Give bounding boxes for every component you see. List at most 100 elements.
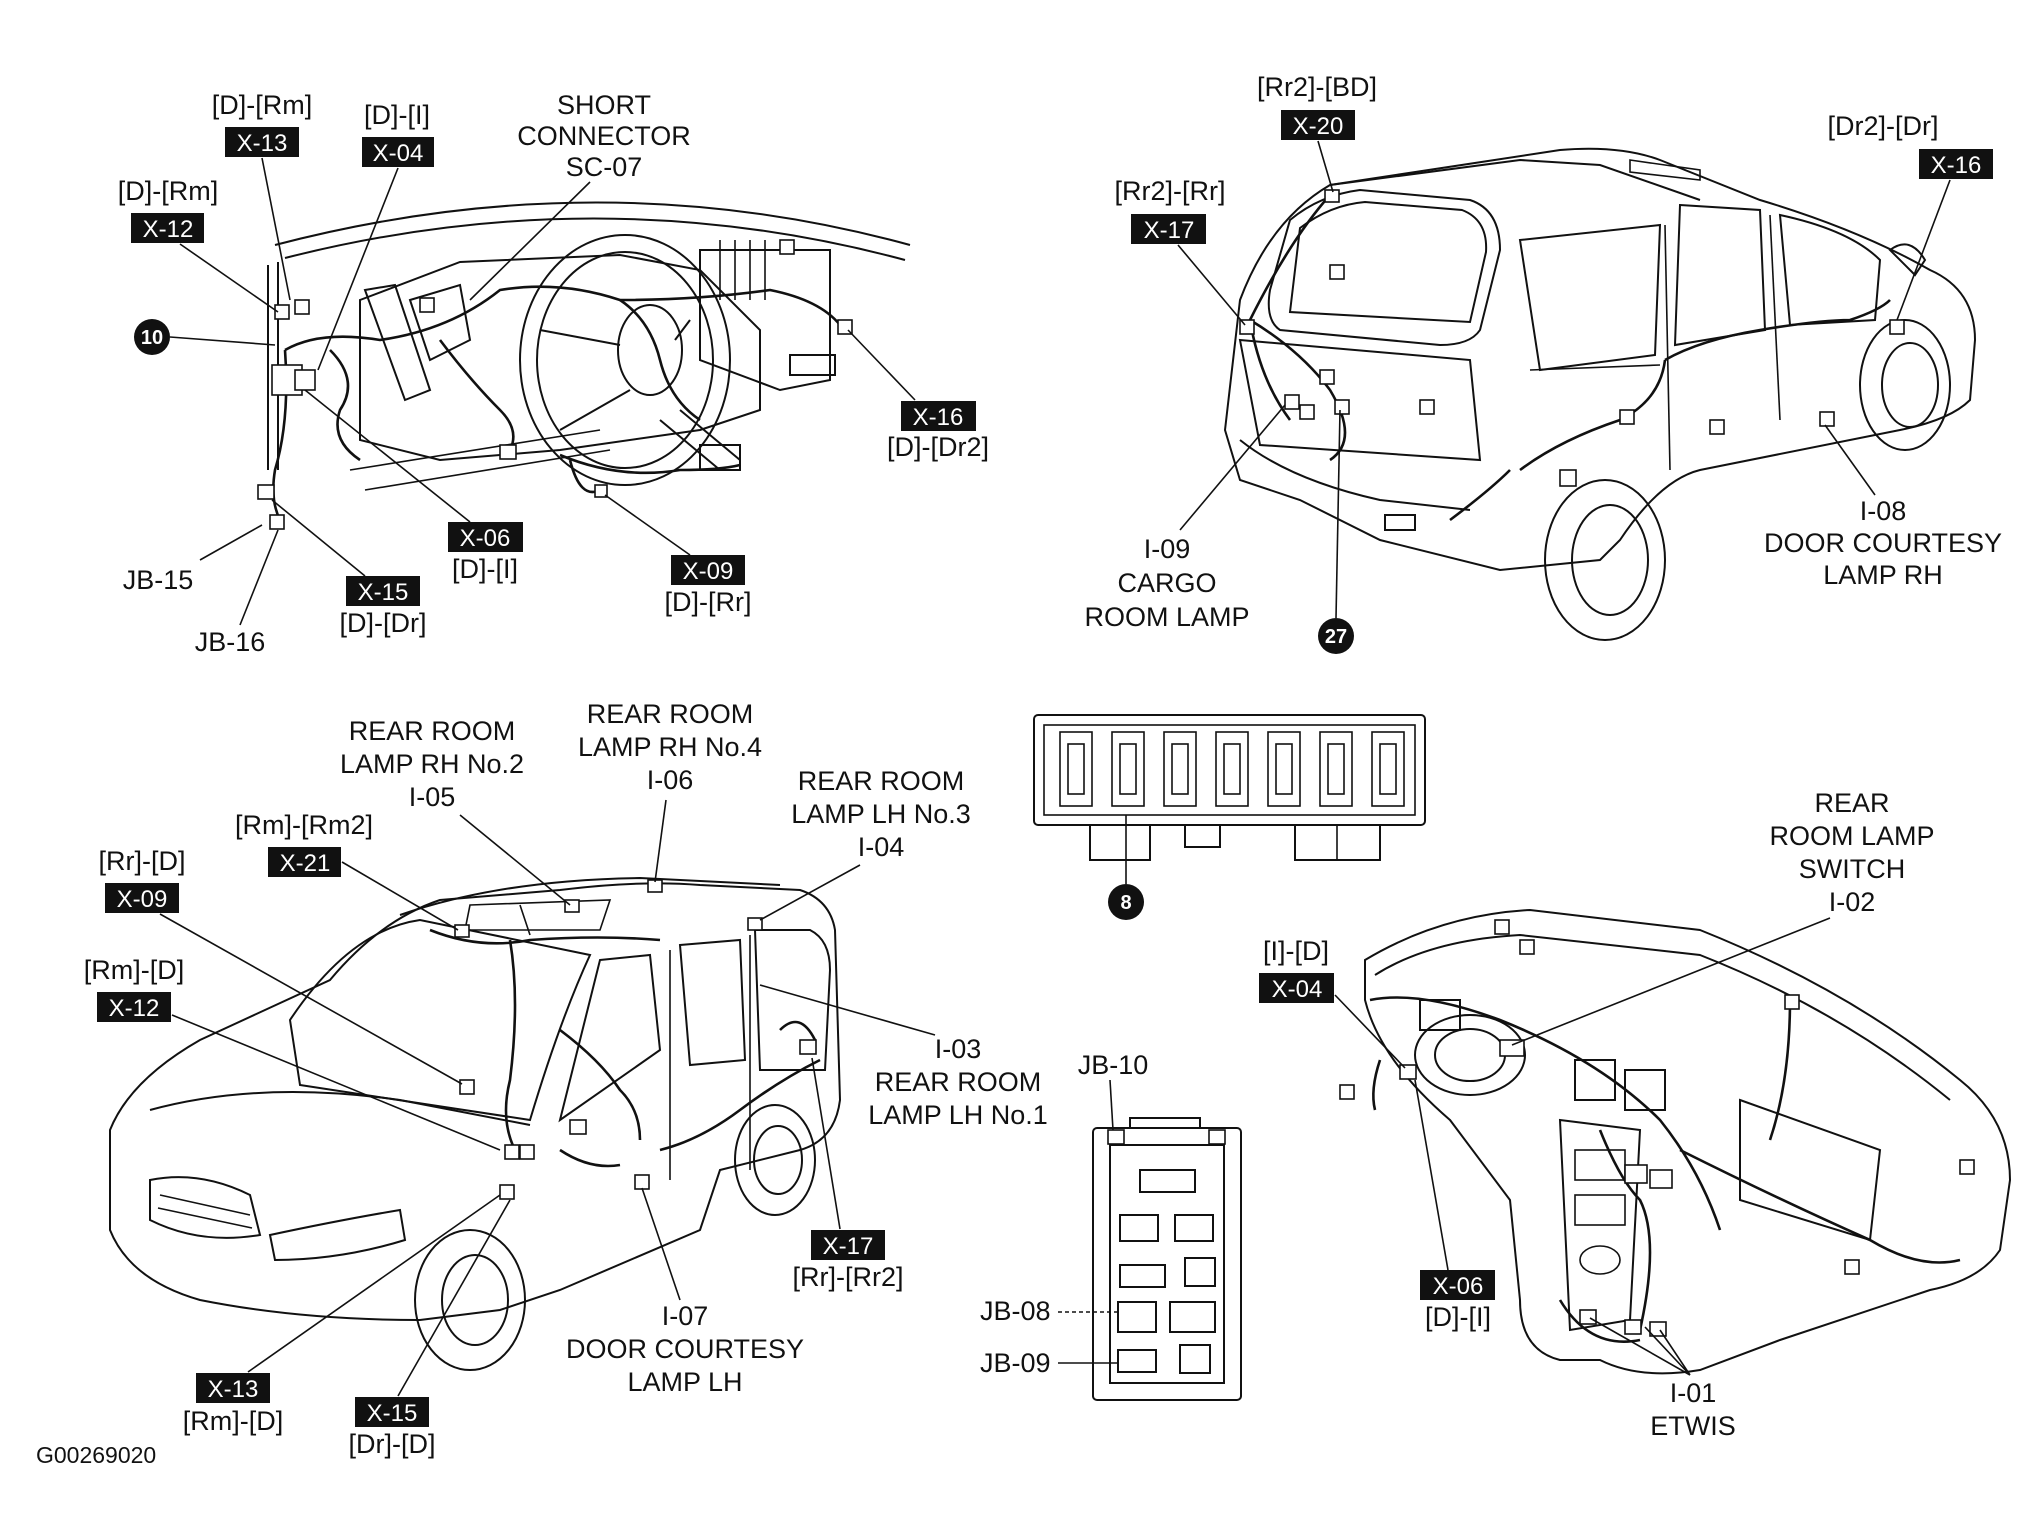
i03-line1: REAR ROOM (875, 1067, 1042, 1097)
center-console (699, 249, 831, 392)
x06-route-label: [D]-[I] (1425, 1302, 1491, 1332)
x06-route-label: [D]-[I] (452, 554, 518, 584)
front-wheel (1859, 319, 1951, 451)
roof-harness (429, 928, 661, 945)
i05-line2: LAMP RH No.2 (340, 749, 524, 779)
jb16-label: JB-16 (195, 627, 266, 657)
panel-van-front: REAR ROOM LAMP RH No.2 I-05 REAR ROOM LA… (36, 699, 1048, 1468)
x06-badge: X-06 (460, 525, 511, 552)
x09-badge: X-09 (117, 886, 168, 913)
i02-line1: REAR (1814, 788, 1889, 818)
x15-badge: X-15 (367, 1400, 418, 1427)
x09-route-label: [D]-[Rr] (665, 587, 752, 617)
x04-badge: X-04 (1272, 976, 1323, 1003)
x09-route-label: [Rr]-[D] (99, 846, 186, 876)
i08-line1: DOOR COURTESY (1764, 528, 2002, 558)
front-wheel (414, 1229, 526, 1371)
i07-code: I-07 (662, 1301, 709, 1331)
i02-line2: ROOM LAMP (1769, 821, 1934, 851)
i04-line2: LAMP LH No.3 (791, 799, 971, 829)
i02-code: I-02 (1829, 887, 1876, 917)
connector-slot (1371, 731, 1405, 807)
panel-van-rear: [Rr2]-[BD] X-20 [Dr2]-[Dr] X-16 [Rr2]-[R… (1084, 72, 2002, 654)
connector-slot-inner (1379, 743, 1397, 795)
x04-badge: X-04 (373, 140, 424, 167)
short-connector-line2: CONNECTOR (517, 121, 691, 151)
x13-badge: X-13 (208, 1376, 259, 1403)
tailgate (1238, 338, 1482, 462)
number-27-callout: 27 (1325, 626, 1347, 648)
front-grille (149, 1176, 262, 1239)
side-window-1 (1518, 223, 1662, 372)
x17-badge: X-17 (1144, 217, 1195, 244)
i02-line3: SWITCH (1799, 854, 1905, 884)
x16-route-label: [D]-[Dr2] (887, 432, 989, 462)
x16-badge: X-16 (1931, 152, 1982, 179)
connector-slot (1267, 731, 1301, 807)
short-connector-line3: SC-07 (566, 152, 643, 182)
jb15-label: JB-15 (123, 565, 194, 595)
number-10-callout: 10 (141, 327, 163, 349)
front-door-window (558, 953, 662, 1123)
rear-window (1267, 188, 1502, 347)
x13-route-label: [D]-[Rm] (212, 90, 313, 120)
i03-code: I-03 (935, 1034, 982, 1064)
number-8-callout: 8 (1120, 892, 1131, 914)
i06-line2: LAMP RH No.4 (578, 732, 762, 762)
connector-slot (1319, 731, 1353, 807)
connector-slot-inner (1119, 743, 1137, 795)
x16-route-label: [Dr2]-[Dr] (1828, 111, 1939, 141)
short-connector-line1: SHORT (557, 90, 651, 120)
connector-slot (1215, 731, 1249, 807)
i01-line1: ETWIS (1650, 1411, 1736, 1441)
connector-slot-inner (1275, 743, 1293, 795)
x21-route-label: [Rm]-[Rm2] (235, 810, 373, 840)
i06-code: I-06 (647, 765, 694, 795)
rear-quarter-window (753, 929, 832, 1071)
x09-badge: X-09 (683, 558, 734, 585)
instrument-cluster (1414, 1014, 1526, 1096)
x17-badge: X-17 (823, 1233, 874, 1260)
i04-code: I-04 (858, 832, 905, 862)
panel-connector-block: 8 (1033, 714, 1426, 920)
connector-slot (1163, 731, 1197, 807)
x16-badge: X-16 (913, 404, 964, 431)
connector-slot-inner (1223, 743, 1241, 795)
i07-line1: DOOR COURTESY (566, 1334, 804, 1364)
junction-box-housing (1092, 1127, 1242, 1401)
sunroof (464, 899, 612, 931)
headlight (268, 1208, 407, 1262)
x20-badge: X-20 (1293, 113, 1344, 140)
x15-badge: X-15 (358, 579, 409, 606)
i09-line2: ROOM LAMP (1084, 602, 1249, 632)
dash-right-harness (1369, 996, 1722, 1231)
dash-harness (284, 285, 842, 352)
x12-badge: X-12 (109, 995, 160, 1022)
connector-slot (1111, 731, 1145, 807)
side-window-3 (1778, 213, 1882, 327)
connector-housing (1033, 714, 1426, 826)
x12-route-label: [Rm]-[D] (84, 955, 185, 985)
connector-slot-inner (1327, 743, 1345, 795)
i09-line1: CARGO (1117, 568, 1216, 598)
dash-right-outline (1364, 908, 2012, 1375)
sliding-door-window (678, 938, 747, 1067)
i05-line1: REAR ROOM (349, 716, 516, 746)
connector-slot (1059, 731, 1093, 807)
side-panel (363, 283, 432, 402)
x21-badge: X-21 (280, 850, 331, 877)
i07-line2: LAMP LH (627, 1367, 742, 1397)
windshield-edge (274, 201, 911, 246)
panel-dashboard-left: [D]-[Rm] X-13 [D]-[I] X-04 SHORT CONNECT… (118, 90, 989, 657)
i08-code: I-08 (1860, 496, 1907, 526)
i05-code: I-05 (409, 782, 456, 812)
x12-badge: X-12 (143, 216, 194, 243)
i09-code: I-09 (1144, 534, 1191, 564)
connector-slot-inner (1067, 743, 1085, 795)
jb09-label: JB-09 (980, 1348, 1051, 1378)
x04-route-label: [I]-[D] (1263, 936, 1329, 966)
connector-slot-inner (1171, 743, 1189, 795)
x17-route-label: [Rr2]-[Rr] (1115, 176, 1226, 206)
windshield (288, 918, 592, 1122)
